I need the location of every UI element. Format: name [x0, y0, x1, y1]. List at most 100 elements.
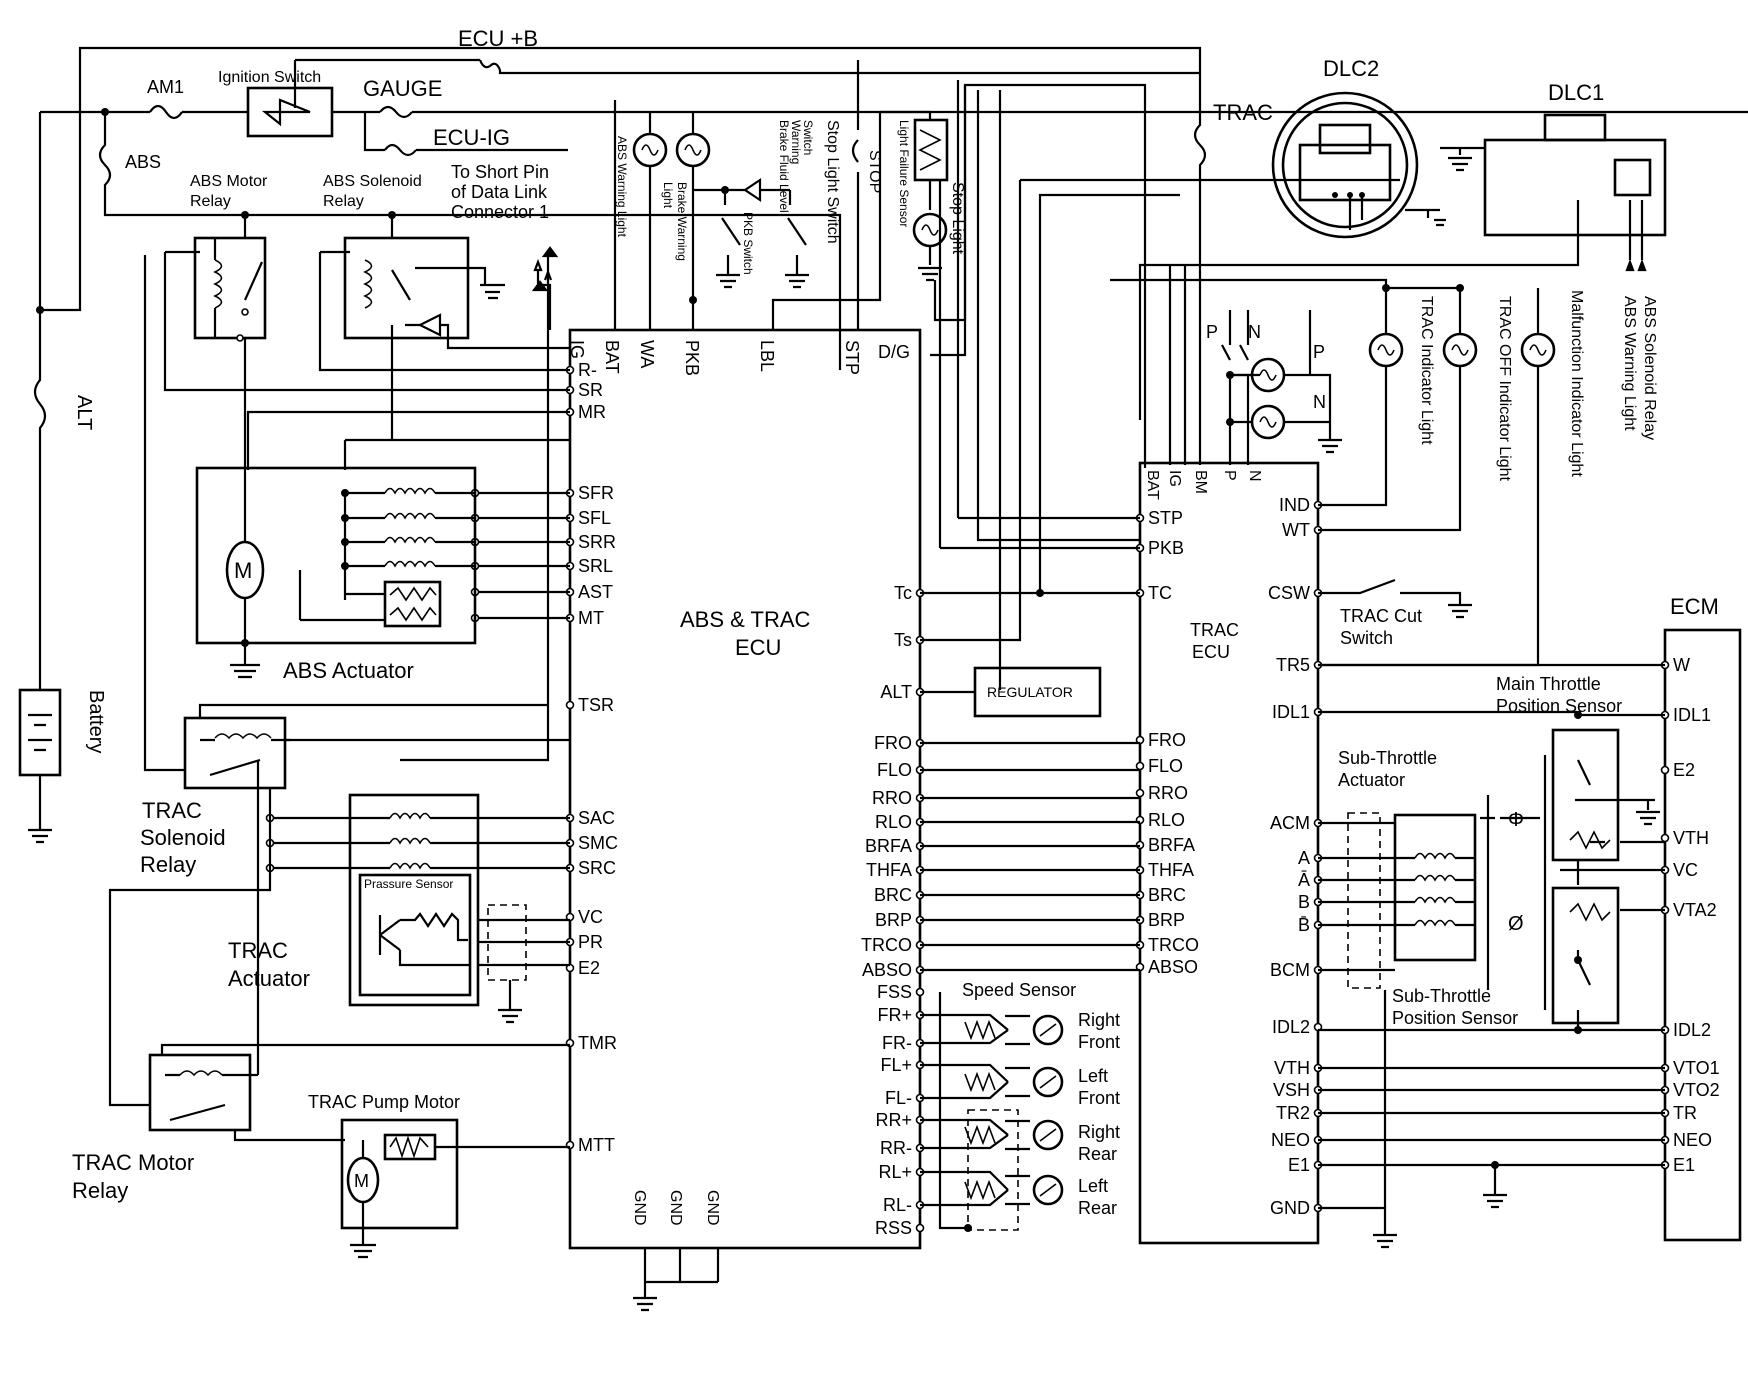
abs-right-pin-17: FL- — [885, 1088, 912, 1108]
trac-left-pin-10: BRP — [1148, 910, 1185, 930]
trac-solenoid-relay-label-1: TRAC — [142, 798, 202, 823]
abs-left-pin-16: TMR — [578, 1033, 617, 1053]
throttle-section: Sub-Throttle Actuator Main Throttle Posi… — [1318, 674, 1665, 1034]
dlc2-label: DLC2 — [1323, 56, 1379, 81]
ecm-box — [1663, 628, 1742, 1242]
pressure-sensor-box — [358, 873, 472, 997]
sub-throttle-pos-label-1: Sub-Throttle — [1392, 986, 1491, 1006]
speed-sensor-3 — [1032, 1174, 1064, 1206]
trac-right-pin-1: WT — [1282, 520, 1310, 540]
trac-right-pin-15: NEO — [1271, 1130, 1310, 1150]
trac-top-pin-1: IG — [1166, 470, 1183, 487]
short-pin-label-3: Connector 1 — [451, 202, 549, 222]
trac-left-pin-11: TRCO — [1148, 935, 1199, 955]
abs-right-pin-12: ABSO — [862, 960, 912, 980]
malfunction-indicator-light-label: Malfunction Indicator Light — [1568, 290, 1585, 477]
trac-left-pin-2: TC — [1148, 583, 1172, 603]
trac-pump-motor-label: TRAC Pump Motor — [308, 1092, 460, 1112]
speed-sensor-0 — [1032, 1014, 1064, 1046]
trac-actuator-box — [348, 793, 480, 1007]
main-throttle-label-1: Main Throttle — [1496, 674, 1601, 694]
abs-right-pin-15: FR- — [882, 1033, 912, 1053]
trac-right-pin-16: E1 — [1288, 1155, 1310, 1175]
trac-actuator: Prassure Sensor TRAC Actuator — [228, 793, 570, 1024]
brake-warning-light-label-2: Light — [661, 182, 675, 209]
trac-actuator-label-2: Actuator — [228, 966, 310, 991]
ecm-pin-w-0: W — [1673, 655, 1690, 675]
trac-right-pin-8: B — [1298, 892, 1310, 912]
trac-right-pin-10: BCM — [1270, 960, 1310, 980]
brake-fluid-switch-label-3: Switch — [801, 120, 815, 155]
n-label: N — [1248, 322, 1261, 342]
dlc2: DLC2 — [1271, 56, 1446, 239]
abs-actuator-box — [195, 466, 477, 645]
abs-solenoid-relay-label-2: Relay — [323, 193, 364, 210]
abs-left-pin-17: MTT — [578, 1135, 615, 1155]
abs-motor-relay-label-2: Relay — [190, 193, 231, 210]
left-rear-label-2: Rear — [1078, 1198, 1117, 1218]
trac-right-pin-5: ACM — [1270, 813, 1310, 833]
abs-gnd-pin-2: GND — [704, 1190, 721, 1226]
short-pin-label-1: To Short Pin — [451, 162, 549, 182]
warning-lights: ABS Warning Light Brake Warning Light PK… — [613, 60, 1147, 542]
abs-left-pin-12: SRC — [578, 858, 616, 878]
abs-left-pin-2: MR — [578, 402, 606, 422]
brake-fluid-switch-label-1: Brake Fluid Level — [777, 120, 791, 213]
abs-pin-stp: STP — [842, 340, 862, 375]
trac-right-pin-6: A — [1298, 848, 1310, 868]
trac-right-pin-13: VSH — [1273, 1080, 1310, 1100]
abs-right-pin-11: TRCO — [861, 935, 912, 955]
abs-fuse-label: ABS — [125, 152, 161, 172]
ecu-b-label: ECU +B — [458, 26, 538, 51]
abs-right-pin-1: Ts — [894, 630, 912, 650]
speed-sensor-2 — [1032, 1119, 1064, 1151]
abs-right-pin-6: RLO — [875, 812, 912, 832]
ecm-pin-idl2-6: IDL2 — [1673, 1020, 1711, 1040]
right-rear-label-1: Right — [1078, 1122, 1120, 1142]
sub-throttle-actuator-label-2: Actuator — [1338, 770, 1405, 790]
abs-left-pin-4: SFL — [578, 508, 611, 528]
speed-sensor-1 — [1032, 1066, 1064, 1098]
abs-motor-relay-label-1: ABS Motor — [190, 173, 268, 190]
power-supply: ECU +B AM1 Ignition Switch GAUGE ECU-IG … — [18, 26, 1748, 844]
short-pin-label-2: of Data Link — [451, 182, 548, 202]
abs-pin-wa: WA — [637, 340, 657, 368]
abs-solenoid-relay: ABS Solenoid Relay — [318, 173, 570, 440]
pressure-sensor-label: Prassure Sensor — [364, 877, 453, 891]
ecm-pin-e2-2: E2 — [1673, 760, 1695, 780]
trac-ecu-right-pins: INDWTCSWTR5IDL1ACMAĀBB̄BCMIDL2VTHVSHTR2N… — [1268, 495, 1395, 1218]
abs-ecu-right-pins: TcTsALTFROFLORRORLOBRFATHFABRCBRPTRCOABS… — [861, 583, 925, 1238]
abs-ecu-title-line2: ECU — [735, 635, 781, 660]
trac-cut-switch-label-1: TRAC Cut — [1340, 606, 1422, 626]
ecm-title: ECM — [1670, 594, 1719, 619]
right-rear-label-2: Rear — [1078, 1144, 1117, 1164]
abs-right-pin-9: BRC — [874, 885, 912, 905]
abs-left-pin-15: E2 — [578, 958, 600, 978]
dlc1-label: DLC1 — [1548, 80, 1604, 105]
light-failure-sensor-label: Light Failure Sensor — [897, 120, 911, 227]
abs-right-pin-0: Tc — [894, 583, 912, 603]
abs-left-pin-14: PR — [578, 932, 603, 952]
trac-left-pin-0: STP — [1148, 508, 1183, 528]
trac-left-pin-4: FLO — [1148, 756, 1183, 776]
right-side-lights: ABS Solenoid Relay ABS Warning Light Mal… — [1110, 265, 1658, 667]
abs-left-pin-7: AST — [578, 582, 613, 602]
regulator-label: REGULATOR — [987, 684, 1073, 700]
dlc1-connector — [1483, 138, 1667, 237]
ecm-pin-vth-3: VTH — [1673, 828, 1709, 848]
abs-warning-light-right-label: ABS Warning Light — [1621, 296, 1638, 431]
abs-right-pin-22: RSS — [875, 1218, 912, 1238]
trac-left-pin-6: RLO — [1148, 810, 1185, 830]
abs-right-pin-13: FSS — [877, 982, 912, 1002]
pkb-switch-label: PKB Switch — [741, 212, 755, 275]
abs-actuator-label: ABS Actuator — [283, 658, 414, 683]
phi-symbol-2: Ø — [1508, 913, 1524, 935]
trac-fuse-label: TRAC — [1213, 100, 1273, 125]
gauge-label: GAUGE — [363, 76, 442, 101]
abs-right-pin-4: FLO — [877, 760, 912, 780]
short-pin: To Short Pin of Data Link Connector 1 — [400, 162, 559, 762]
trac-right-pin-4: IDL1 — [1272, 702, 1310, 722]
abs-right-pin-19: RR- — [880, 1138, 912, 1158]
speed-sensors: Speed Sensor Right Front Left Front Righ… — [920, 980, 1120, 1232]
